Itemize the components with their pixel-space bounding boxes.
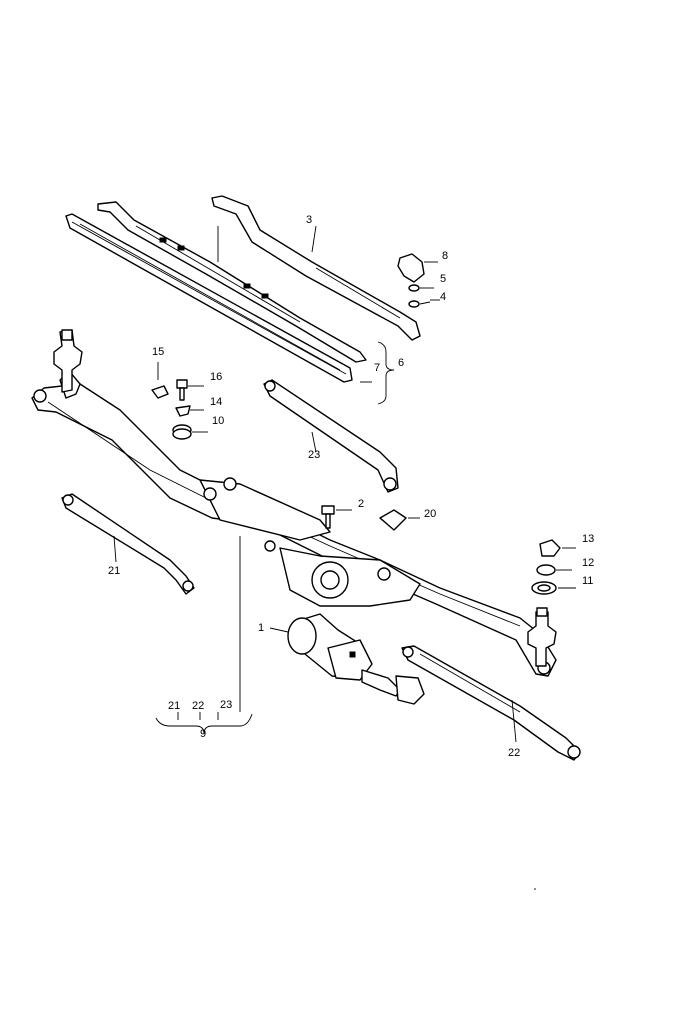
leader-lines xyxy=(113,225,576,743)
wiper-motor xyxy=(287,613,425,705)
callout-labels: 1 2 3 4 5 6 7 8 9 10 11 12 13 14 15 16 2… xyxy=(108,214,594,759)
callout-9: 9 xyxy=(200,728,206,740)
linkage-rod-22 xyxy=(401,645,581,761)
callout-16: 16 xyxy=(210,371,222,383)
linkage-rod-upper xyxy=(263,379,399,493)
pivot-right xyxy=(527,607,557,667)
callout-4: 4 xyxy=(440,291,446,303)
callout-8: 8 xyxy=(442,250,448,262)
callout-6: 6 xyxy=(398,357,404,369)
wiper-arm-upper xyxy=(211,195,421,341)
hardware xyxy=(151,253,561,595)
callout-2: 2 xyxy=(358,498,364,510)
callout-5: 5 xyxy=(440,273,446,285)
callout-14: 14 xyxy=(210,396,222,408)
callout-13: 13 xyxy=(582,533,594,545)
callout-22-rod: 22 xyxy=(508,747,520,759)
linkage-rod-21 xyxy=(61,493,195,595)
callout-7: 7 xyxy=(374,362,380,374)
wiper-blade-carrier xyxy=(97,201,367,363)
callout-23-kit: 23 xyxy=(220,699,232,711)
linkage-frame xyxy=(31,371,557,677)
callout-1: 1 xyxy=(258,622,264,634)
callout-3: 3 xyxy=(306,214,312,226)
stray-dot xyxy=(534,888,536,890)
wiper-blade xyxy=(65,213,353,383)
callout-23-rod: 23 xyxy=(308,449,320,461)
pivot-left xyxy=(53,329,83,393)
callout-21-kit: 21 xyxy=(168,700,180,712)
callout-11: 11 xyxy=(582,575,593,587)
callout-20: 20 xyxy=(424,508,436,520)
callout-21-rod: 21 xyxy=(108,565,120,577)
callout-15: 15 xyxy=(152,346,164,358)
callout-10: 10 xyxy=(212,415,224,427)
callout-22-kit: 22 xyxy=(192,700,204,712)
callout-12: 12 xyxy=(582,557,594,569)
